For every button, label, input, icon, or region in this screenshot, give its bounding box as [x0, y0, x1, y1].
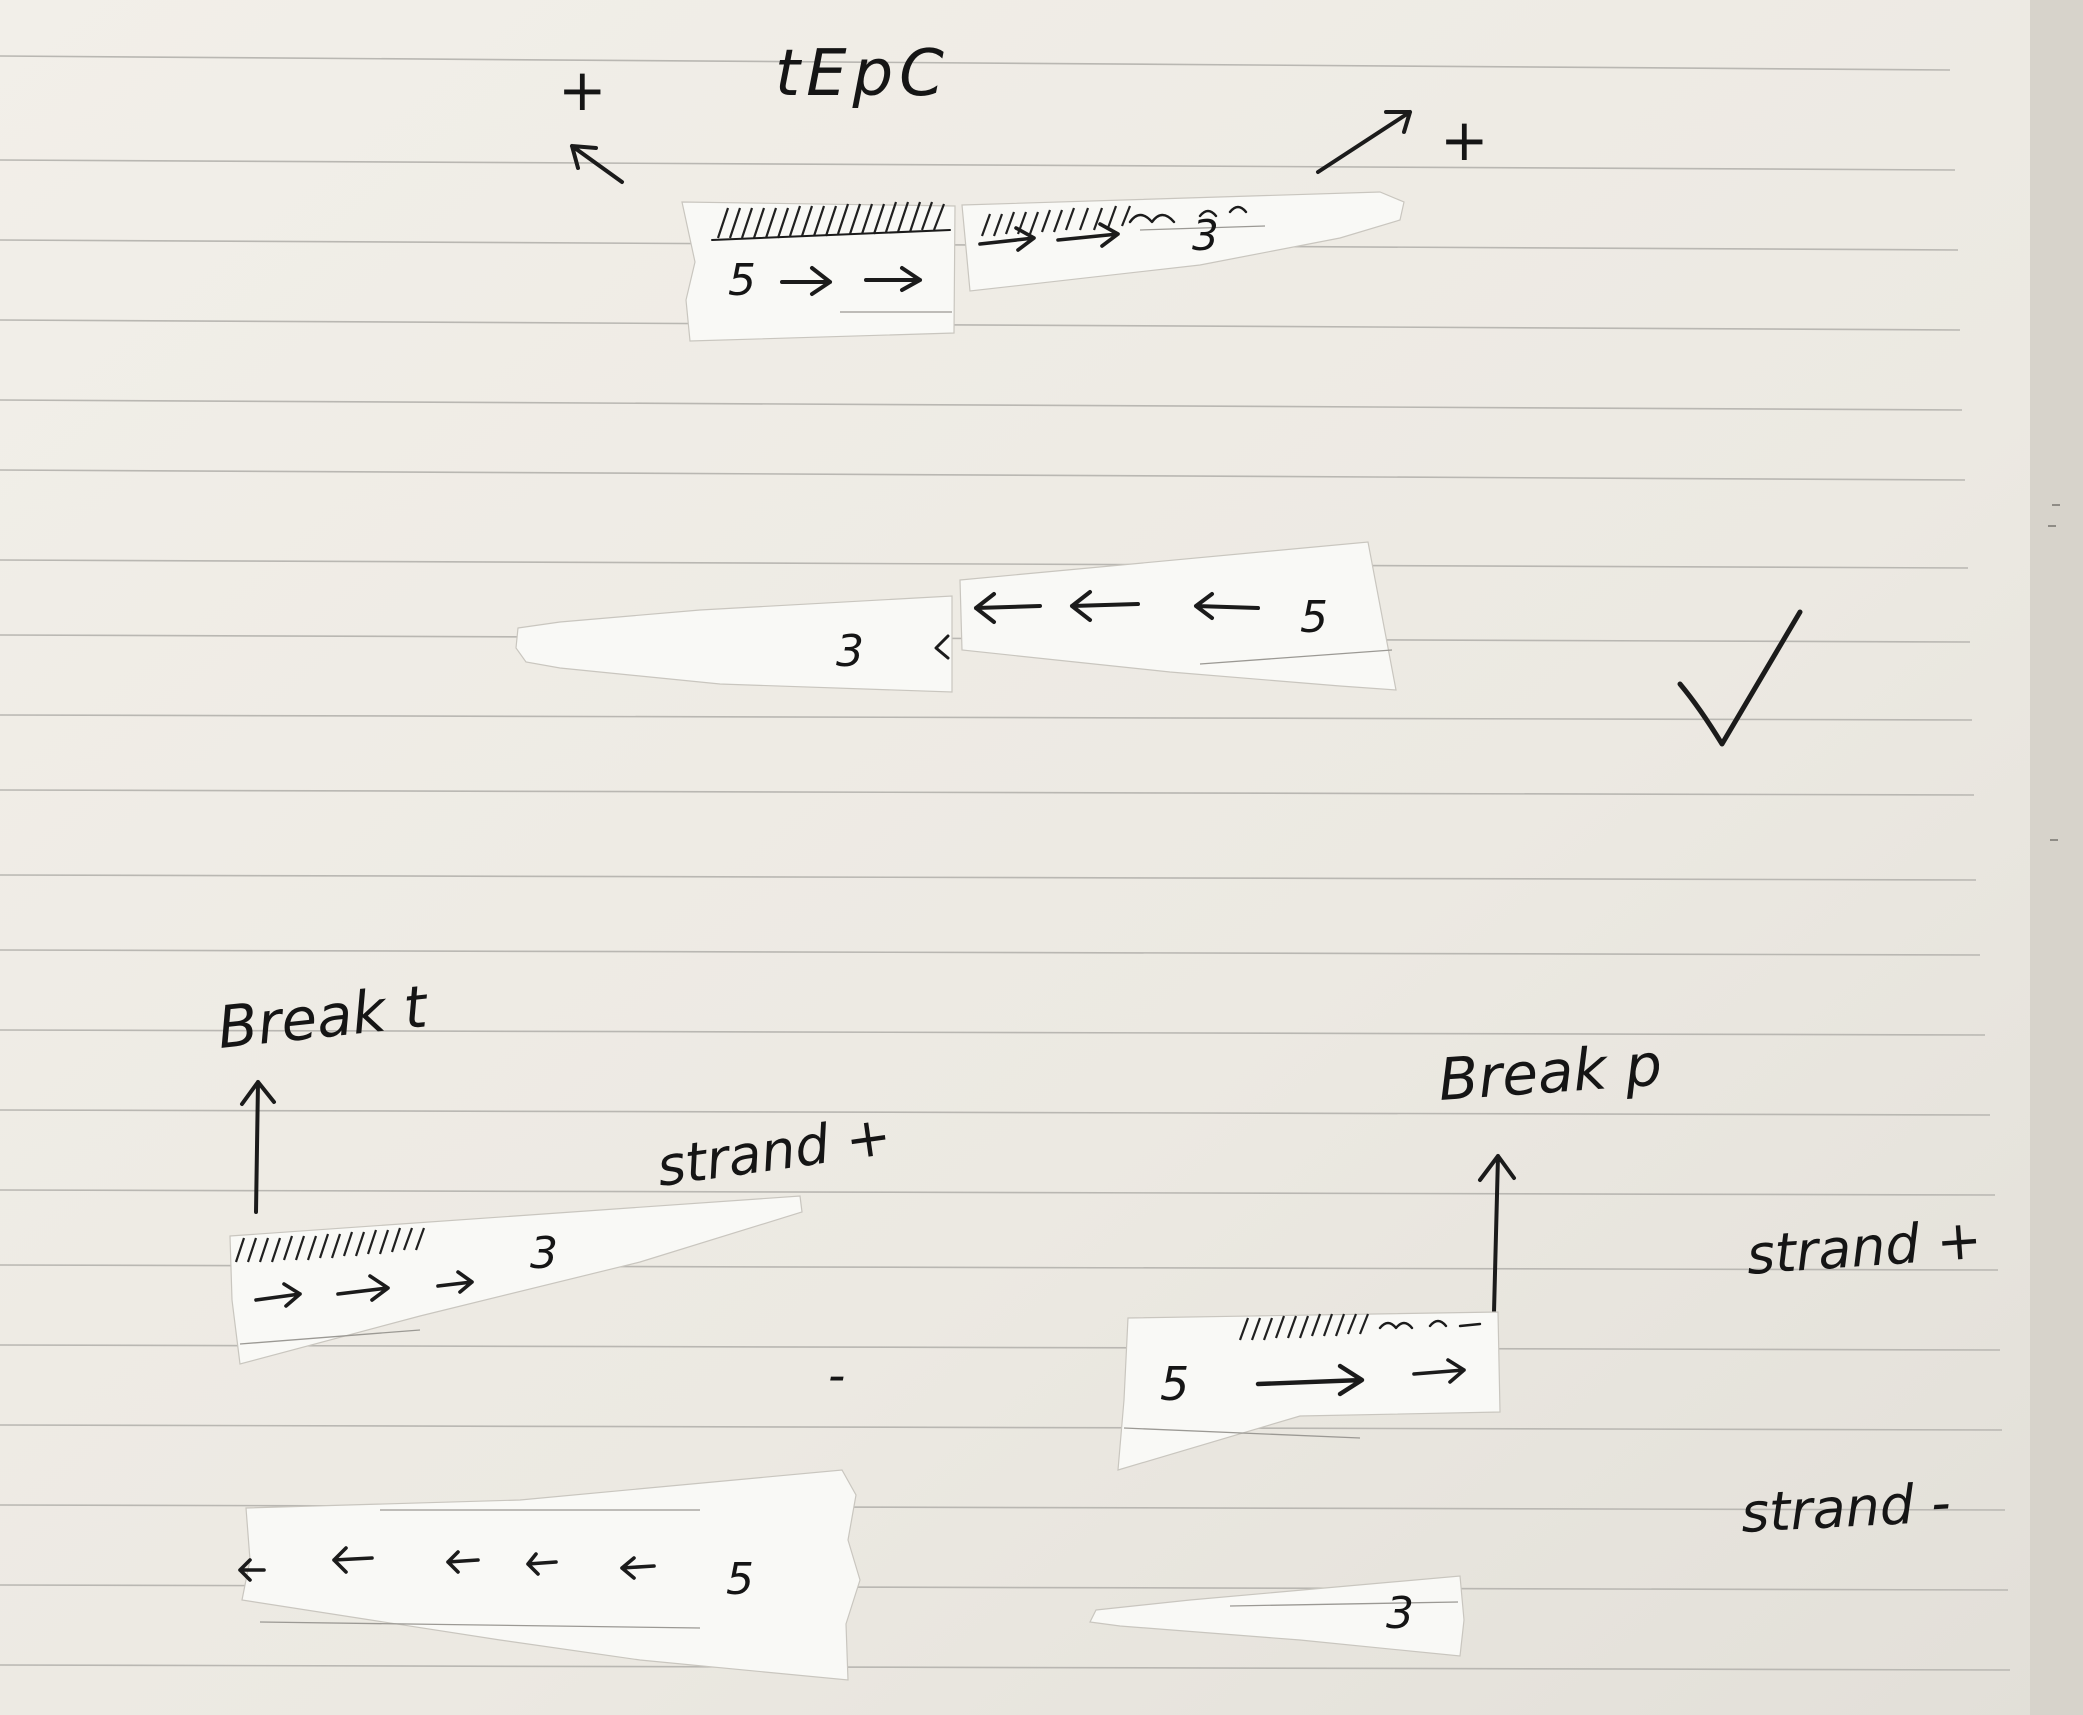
page-edge-shadow: [2030, 0, 2083, 1715]
arrow-right-icon: [1255, 1363, 1365, 1397]
arrow-left-icon: [332, 1546, 374, 1574]
break-p-label: Break p: [1436, 1031, 1664, 1114]
hatch-marks: [716, 201, 946, 239]
bottom-left-upper-strip-label: 3: [530, 1228, 558, 1279]
arrow-right-icon: [1412, 1358, 1466, 1384]
top-left-strip: 5: [681, 201, 956, 342]
arrow-right-icon: [336, 1274, 390, 1302]
top-plus-left: +: [558, 56, 607, 124]
middle-left-strip-label: 3: [836, 626, 864, 677]
middle-section: 3 5: [515, 541, 1803, 747]
strand-minus-right-label: strand -: [1739, 1471, 1952, 1545]
bottom-right-lower-strip: 3: [1089, 1575, 1465, 1657]
middle-right-strip: 5: [959, 541, 1397, 691]
top-right-strip-label: 3: [1192, 211, 1219, 260]
margin-marks: [2048, 504, 2060, 841]
bottom-right-lower-strip-label: 3: [1386, 1588, 1414, 1639]
bottom-right-upper-strip: 5: [1117, 1311, 1501, 1471]
arrow-left-icon: [526, 1552, 558, 1576]
bottom-left-lower-strip: 5: [238, 1469, 861, 1681]
arrow-right-icon: [864, 266, 922, 292]
arrow-up-left-icon: [570, 144, 624, 184]
ruled-lines: [0, 55, 2011, 1671]
top-title: tEpC: [775, 37, 950, 111]
minus-mark: -: [828, 1348, 845, 1404]
arrow-up-right-icon: [1316, 110, 1412, 174]
bottom-right-section: Break p strand + strand - 5 3: [1089, 1031, 1984, 1657]
top-right-strip: 3: [961, 191, 1405, 292]
top-section: + tEpC + 5 3: [558, 37, 1489, 342]
middle-right-strip-label: 5: [1300, 592, 1328, 643]
arrow-left-small-icon: [934, 634, 950, 660]
check-icon: [1677, 609, 1803, 747]
top-hatch-outline: [711, 229, 951, 241]
hatch-marks: [234, 1227, 426, 1263]
arrow-left-icon: [1070, 590, 1140, 622]
bottom-left-lower-strip-label: 5: [726, 1554, 754, 1605]
arrow-left-icon: [238, 1558, 266, 1582]
bottom-right-upper-strip-label: 5: [1160, 1357, 1189, 1411]
arrow-left-icon: [1194, 592, 1260, 620]
wavy-line: [1128, 205, 1248, 224]
arrow-right-icon: [978, 226, 1036, 252]
wavy-line: [1378, 1319, 1482, 1330]
arrow-right-icon: [1056, 222, 1120, 248]
top-left-strip-label: 5: [728, 255, 756, 306]
hatch-marks: [1238, 1313, 1370, 1341]
arrow-left-icon: [620, 1556, 656, 1580]
arrow-right-icon: [254, 1282, 302, 1308]
arrow-right-icon: [780, 266, 832, 296]
arrow-up-icon: [1478, 1154, 1516, 1314]
top-plus-right: +: [1440, 106, 1489, 174]
arrow-left-icon: [974, 592, 1042, 624]
arrow-right-icon: [436, 1270, 474, 1294]
arrow-left-icon: [446, 1550, 480, 1574]
bottom-left-upper-strip: 3: [229, 1195, 803, 1365]
middle-left-strip: 3: [515, 595, 953, 693]
hatch-marks: [980, 205, 1132, 237]
arrow-up-icon: [240, 1080, 276, 1214]
